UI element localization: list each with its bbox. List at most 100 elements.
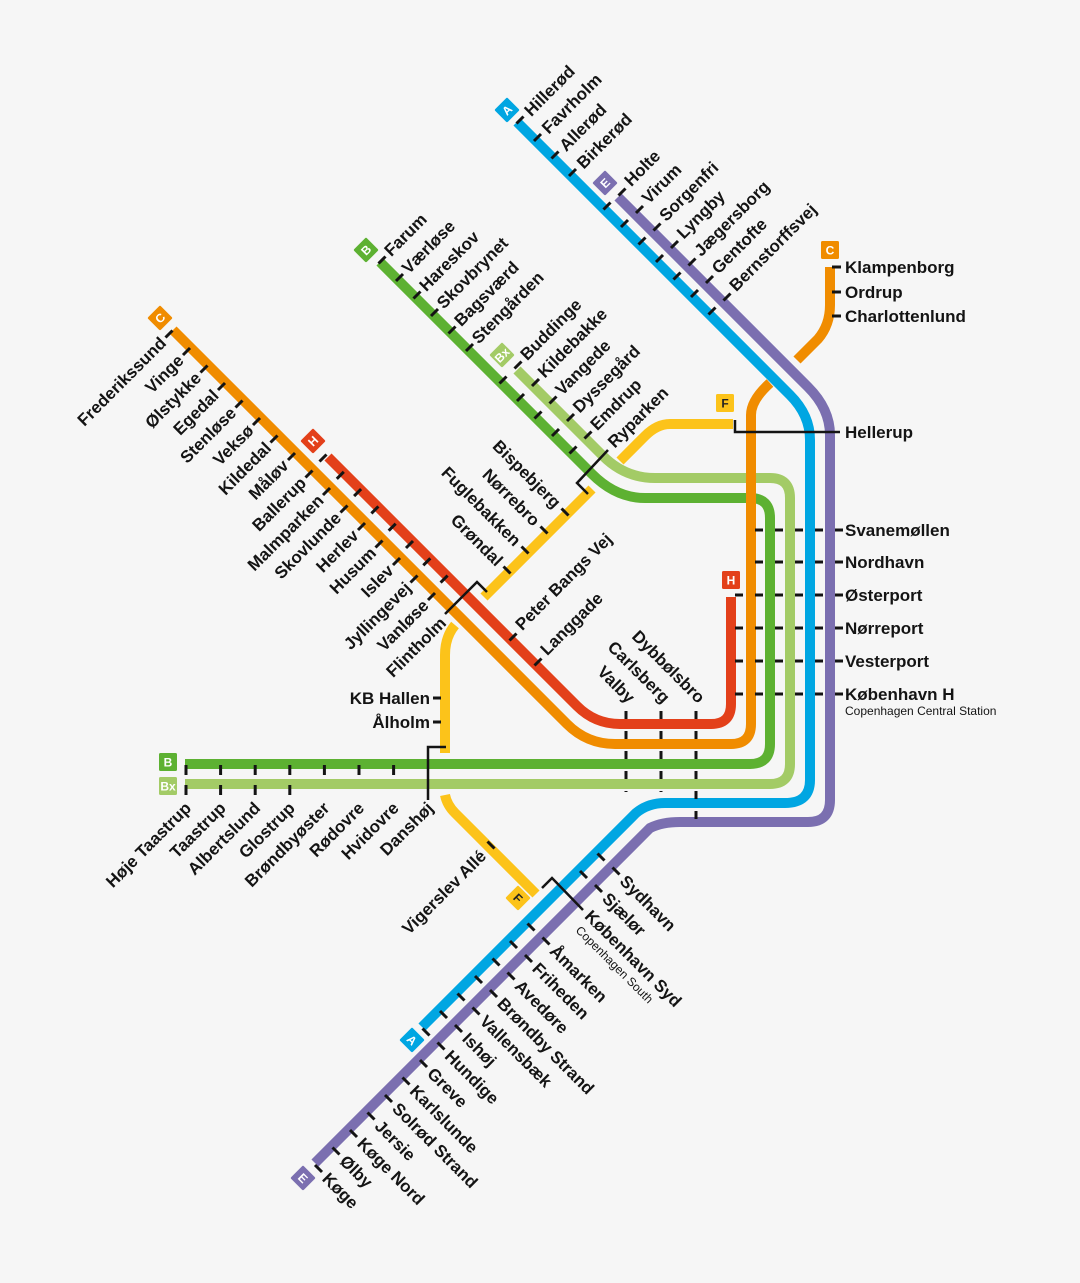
line-c-marker-north[interactable]: C	[821, 241, 839, 259]
ma-l-v-tick	[286, 451, 297, 462]
line-f-marker-north[interactable]: F	[716, 394, 734, 412]
lby-tick	[331, 1146, 341, 1156]
interchange-connectors	[426, 420, 840, 911]
langgade-tick	[533, 657, 543, 667]
bagsv-rd-tick	[447, 325, 457, 335]
station-label-n-rreport[interactable]: Nørreport	[845, 619, 924, 638]
islev-tick	[391, 556, 402, 567]
line-b-marker-north[interactable]: B	[353, 237, 379, 263]
line-code: H	[727, 573, 736, 587]
station-label-a-lholm[interactable]: Ålholm	[372, 713, 430, 732]
marker-background	[821, 241, 839, 259]
line-bx-route	[185, 366, 795, 789]
gentofte-tick	[704, 274, 715, 285]
gentofte-a-tick	[689, 288, 700, 299]
line-h-marker-northwest[interactable]: H	[300, 428, 326, 454]
line-h-station-tick	[370, 505, 380, 515]
line-a-marker-north[interactable]: A	[494, 97, 520, 123]
buddinge-b-tick	[498, 375, 508, 385]
line-h-station-tick	[404, 539, 415, 550]
line-h-station-tick	[318, 453, 328, 463]
kildebakke-b-tick	[515, 392, 526, 403]
j-gersborg-a-tick	[672, 271, 682, 281]
station-label-klampenborg[interactable]: Klampenborg	[845, 258, 955, 277]
line-e-marker-south[interactable]: E	[290, 1165, 316, 1191]
sj-l-r-tick	[593, 883, 604, 894]
station-label-vigerslev-alle[interactable]: Vigerslev Allé	[398, 847, 490, 939]
hiller-d-tick	[515, 115, 525, 125]
dyssega-rd-tick	[565, 412, 576, 423]
emdrup-tick	[583, 430, 593, 440]
station-label-kb-hallen[interactable]: KB Hallen	[350, 689, 430, 708]
line-c-marker-northwest[interactable]: C	[147, 305, 173, 331]
station-label-k-benhavn-h[interactable]: København H	[845, 685, 955, 704]
sorgenfri-a-tick	[637, 236, 647, 246]
lyngby-tick	[669, 239, 680, 250]
line-e-marker-north[interactable]: E	[592, 170, 618, 196]
skovbrynet-tick	[429, 307, 440, 318]
station-label-nordhavn[interactable]: Nordhavn	[845, 553, 924, 572]
jyllingevej-tick	[409, 574, 419, 584]
danshoj-connector	[426, 745, 446, 800]
vangede-b-tick	[533, 410, 543, 420]
vigerslev-alle-tick	[486, 840, 496, 850]
vallensb-k-a-tick	[456, 992, 466, 1002]
hellerup-connector	[733, 420, 840, 434]
k-ge-nord-tick	[348, 1128, 359, 1139]
line-h-station-tick	[387, 522, 397, 532]
line-bx-marker-west[interactable]: Bx	[159, 777, 177, 795]
line-a-marker-south[interactable]: A	[399, 1027, 425, 1053]
line-h-station-tick	[422, 557, 432, 567]
line-f-route-3	[440, 793, 540, 898]
line-bx-marker-north[interactable]: Bx	[489, 342, 515, 368]
line-code: Bx	[492, 345, 513, 366]
hundige-a-tick	[421, 1027, 431, 1037]
line-h-marker-east[interactable]: H	[722, 571, 740, 589]
station-label-vesterport[interactable]: Vesterport	[845, 652, 929, 671]
line-e-route	[311, 193, 835, 1167]
line-b-marker-west[interactable]: B	[159, 753, 177, 771]
holte-a-tick	[602, 201, 612, 211]
aved-re-a-tick	[491, 957, 501, 967]
veks-tick	[251, 416, 262, 427]
kobenhavn-h-subtitle[interactable]: Copenhagen Central Station	[845, 704, 996, 718]
line-code: Bx	[160, 779, 176, 793]
line-code: C	[826, 243, 835, 257]
kobenhavn-syd-connector	[541, 876, 584, 911]
marker-background	[399, 1027, 425, 1053]
station-label-sterport[interactable]: Østerport	[845, 586, 923, 605]
j-gersborg-tick	[687, 257, 697, 267]
station-label-svanem-llen[interactable]: Svanemøllen	[845, 521, 950, 540]
herlev-tick	[356, 521, 367, 532]
virum-a-tick	[619, 218, 630, 229]
n-rrebro-tick	[539, 525, 549, 535]
line-h-station-tick	[353, 488, 363, 498]
stenga-rden-tick	[464, 342, 475, 353]
malmparken-tick	[321, 486, 332, 497]
marker-background	[159, 753, 177, 771]
lstykke-tick	[199, 364, 209, 374]
bispebjerg-tick	[560, 507, 570, 517]
marker-background	[505, 885, 531, 911]
line-c-route	[169, 326, 774, 749]
marker-background	[592, 170, 618, 196]
solr-d-strand-tick	[383, 1093, 394, 1104]
br-ndby-strand-tick	[488, 988, 499, 999]
marker-background	[722, 571, 740, 589]
birker-d-tick	[567, 167, 578, 178]
holte-tick	[617, 187, 627, 197]
marker-background	[159, 777, 177, 795]
line-f-marker-south[interactable]: F	[505, 885, 531, 911]
sorgenfri-tick	[652, 222, 662, 232]
station-label-charlottenlund[interactable]: Charlottenlund	[845, 307, 966, 326]
marker-background	[494, 97, 520, 123]
sj-l-r-a-tick	[578, 869, 589, 880]
marker-background	[353, 237, 379, 263]
sydhavn-tick	[611, 866, 621, 876]
frederikssund-tick	[164, 329, 174, 339]
hundige-tick	[436, 1041, 446, 1051]
station-label-hellerup[interactable]: Hellerup	[845, 423, 913, 442]
station-label-ordrup[interactable]: Ordrup	[845, 283, 903, 302]
vallensb-k-tick	[471, 1006, 481, 1016]
ballerup-tick	[304, 469, 314, 479]
